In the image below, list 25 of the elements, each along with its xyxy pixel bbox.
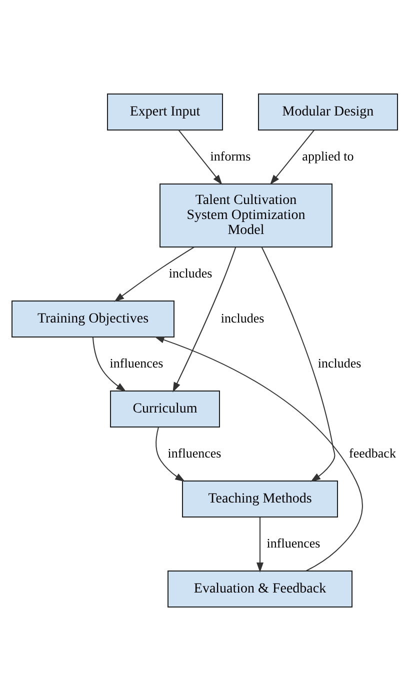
- node-box: Modular Design: [258, 93, 398, 130]
- edge-label: influences: [168, 444, 222, 460]
- arrow: [92, 336, 126, 392]
- edge-label: applied to: [302, 148, 354, 163]
- edge-label: influences: [266, 534, 320, 550]
- edge-label: includes: [220, 310, 264, 325]
- edge-label: includes: [318, 354, 362, 370]
- arrow: [156, 426, 186, 482]
- arrow: [172, 246, 236, 392]
- arrow: [114, 246, 195, 302]
- arrow: [261, 246, 336, 482]
- node-box: Teaching Methods: [182, 480, 338, 517]
- node-box: Talent Cultivation System Optimization Model: [160, 183, 332, 247]
- arrow: [270, 129, 315, 184]
- arrow: [256, 516, 264, 572]
- node-box: Curriculum: [110, 390, 220, 427]
- node-box: Expert Input: [107, 93, 223, 130]
- node-box: Training Objectives: [12, 300, 174, 337]
- arrow: [178, 129, 222, 184]
- edge-label: feedback: [349, 444, 396, 460]
- edge-label: informs: [210, 148, 251, 163]
- edge-label: influences: [110, 354, 164, 370]
- edge-label: includes: [168, 264, 212, 280]
- arrow: [154, 336, 363, 571]
- node-box: Evaluation & Feedback: [168, 570, 352, 607]
